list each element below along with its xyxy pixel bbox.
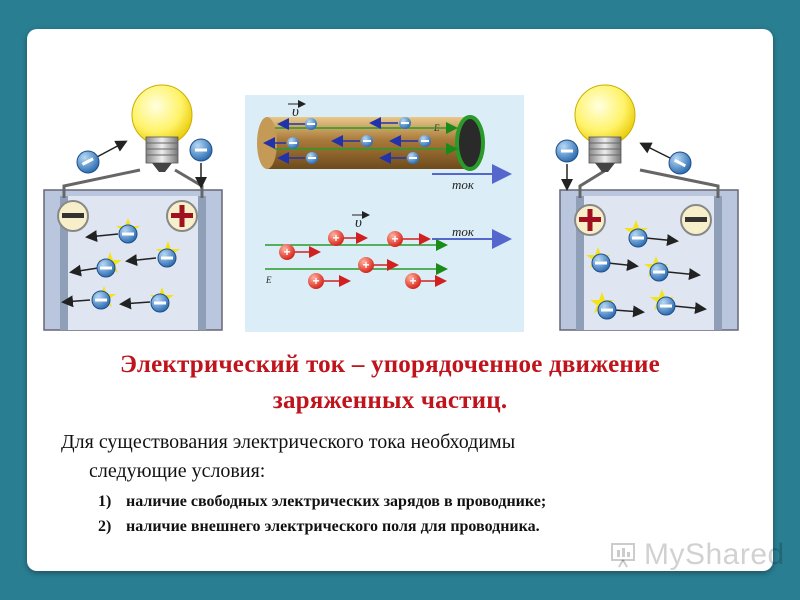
conductor-electrons bbox=[263, 117, 431, 164]
svg-text:+: + bbox=[391, 232, 398, 246]
condition-item: 1) наличие свободных электрических зарядо… bbox=[98, 489, 738, 514]
right-bulb-icon bbox=[574, 84, 636, 172]
minus-electrode-icon bbox=[685, 217, 707, 222]
current-label-top: ток bbox=[452, 177, 475, 192]
title-line-2: заряженных частиц. bbox=[272, 387, 508, 414]
condition-number: 1) bbox=[98, 493, 112, 510]
slide-title: Электрический ток – упорядоченное движен… bbox=[40, 347, 740, 419]
positive-ions: + + + + + + bbox=[279, 230, 447, 289]
svg-text:+: + bbox=[409, 274, 416, 288]
right-internal-particles bbox=[586, 220, 707, 320]
body-line-1: Для существования электрического тока не… bbox=[61, 431, 516, 453]
title-line-1: Электрический ток – упорядоченное движен… bbox=[120, 351, 660, 378]
minus-electrode-icon bbox=[62, 213, 84, 218]
left-external-electrons bbox=[76, 138, 213, 189]
plus-electrode-icon bbox=[179, 205, 185, 227]
svg-text:+: + bbox=[332, 231, 339, 245]
body-paragraph: Для существования электрического тока не… bbox=[61, 428, 741, 486]
velocity-label-top: υ bbox=[292, 104, 299, 120]
right-vessel bbox=[559, 168, 739, 331]
condition-item: 2) наличие внешнего электрического поля д… bbox=[98, 514, 738, 539]
svg-text:+: + bbox=[362, 258, 369, 272]
condition-number: 2) bbox=[98, 518, 112, 535]
condition-text: наличие внешнего электрического поля для… bbox=[126, 518, 540, 535]
field-label-bottom: E bbox=[265, 275, 272, 285]
plus-electrode-icon bbox=[587, 209, 593, 231]
left-bulb-icon bbox=[131, 84, 193, 172]
left-internal-particles bbox=[61, 218, 180, 313]
center-diagram-panel: υ E ток υ ток bbox=[245, 95, 524, 332]
watermark: MyShared bbox=[644, 538, 785, 571]
velocity-label-bottom: υ bbox=[355, 215, 362, 231]
svg-text:+: + bbox=[283, 245, 290, 259]
right-external-electrons bbox=[555, 139, 692, 191]
current-label-bottom: ток bbox=[452, 224, 475, 239]
svg-text:+: + bbox=[312, 274, 319, 288]
body-line-2: следующие условия: bbox=[89, 460, 266, 482]
presentation-icon bbox=[611, 543, 635, 568]
left-vessel bbox=[43, 168, 223, 331]
conditions-list: 1) наличие свободных электрических зарядо… bbox=[98, 489, 738, 539]
condition-text: наличие свободных электрических зарядов … bbox=[126, 493, 547, 510]
